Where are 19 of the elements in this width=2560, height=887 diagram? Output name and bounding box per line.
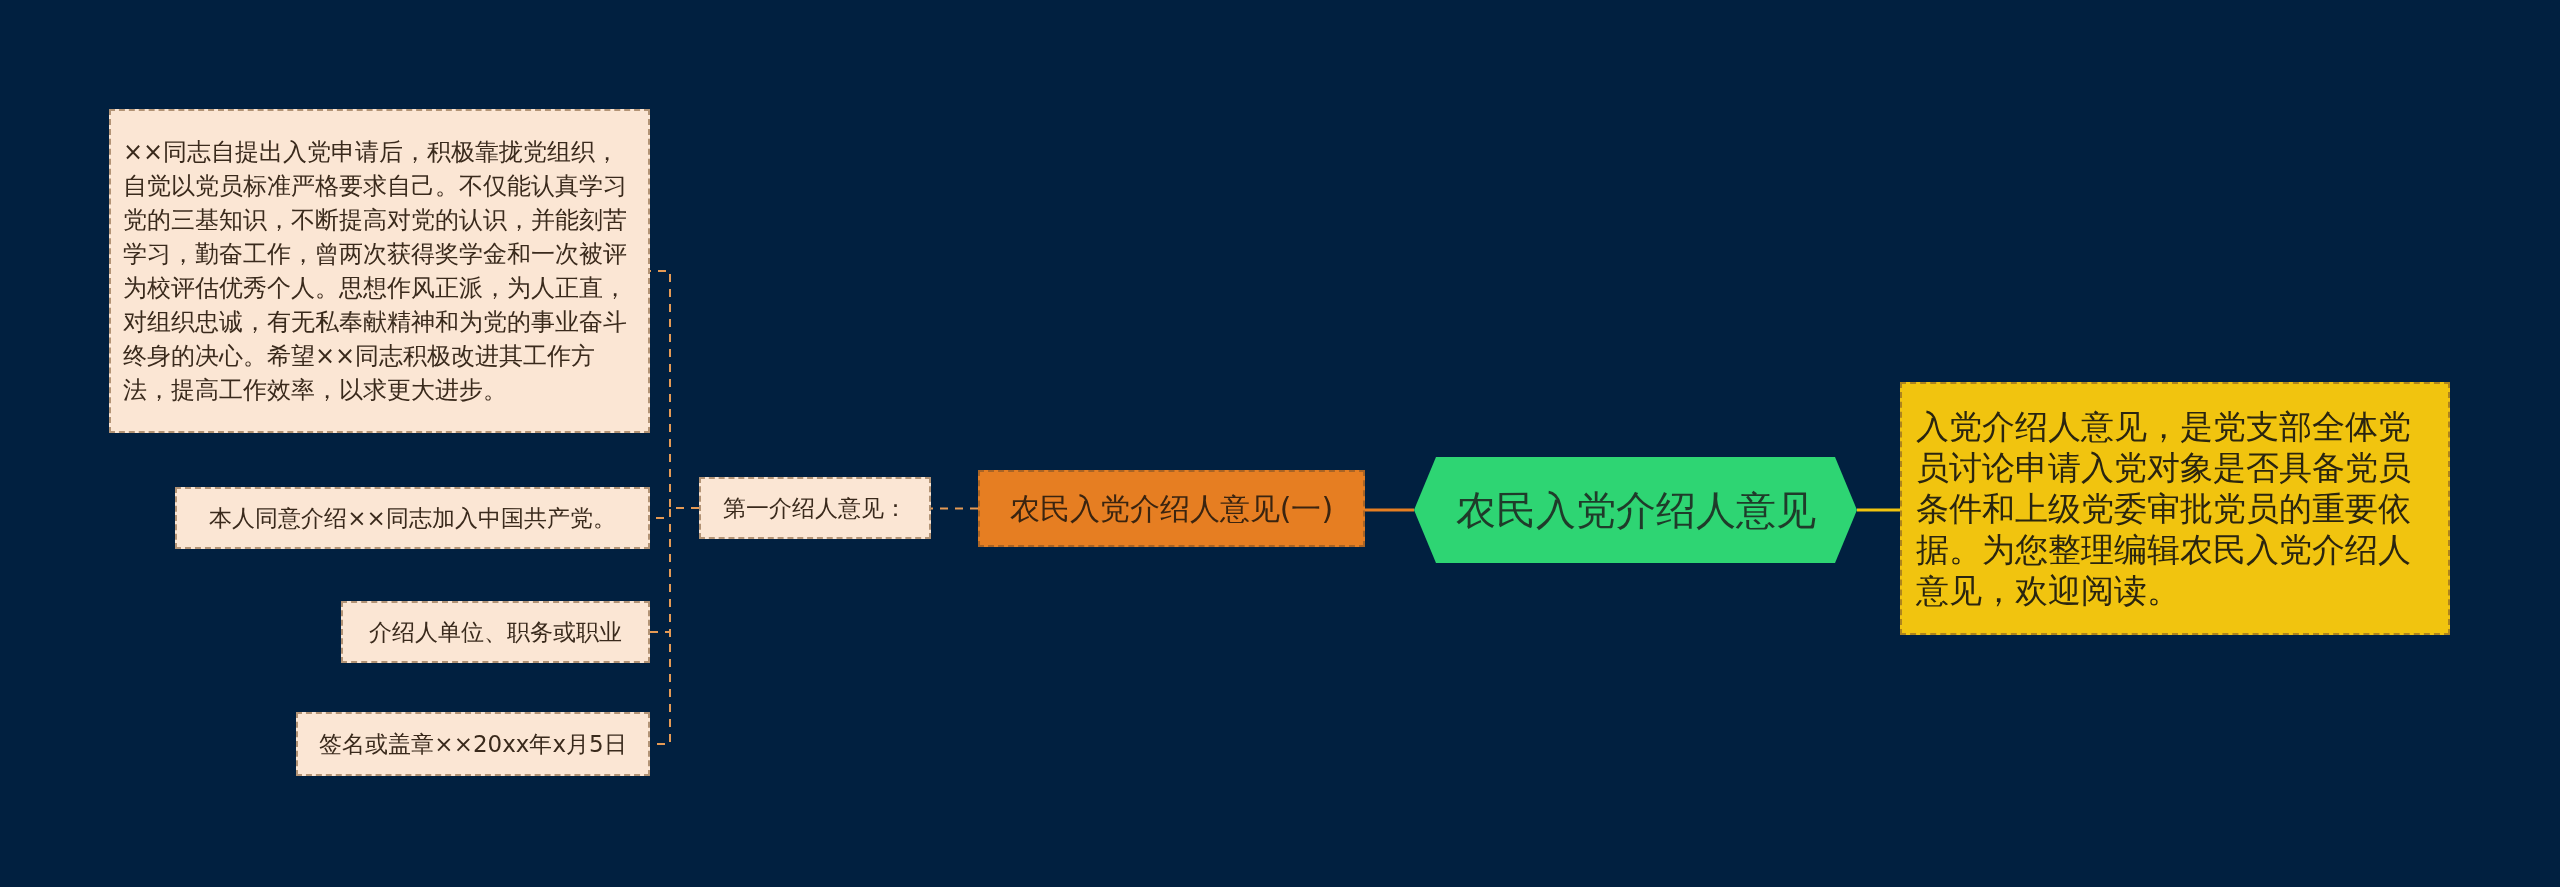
topic-title: 农民入党介绍人意见	[1455, 486, 1816, 535]
subtopic-box	[978, 470, 1365, 547]
topic-text: 第一介绍人意见：	[723, 494, 907, 523]
leaf-box	[296, 712, 650, 776]
topic-text: 介绍人单位、职务或职业	[369, 618, 622, 647]
topic-text: 签名或盖章××20xx年x月5日	[319, 730, 627, 759]
connector-line	[1365, 508, 1414, 512]
topic-text: 农民入党介绍人意见(一)	[1009, 489, 1334, 528]
leaf-box	[175, 487, 650, 549]
connector-line	[1857, 508, 1900, 512]
topic-text: 本人同意介绍××同志加入中国共产党。	[209, 504, 616, 533]
topic-text: 入党介绍人意见，是党支部全体党员讨论申请入党对象是否具备党员条件和上级党委审批党员的重要依据。为您整理编辑农民入党介绍人意见，欢迎阅读。	[1916, 406, 2412, 611]
central-topic-hexagon	[1414, 457, 1857, 563]
leaf-box	[341, 601, 650, 663]
connector-line	[930, 507, 979, 510]
subtopic-box	[699, 477, 931, 539]
topic-text: ××同志自提出入党申请后，积极靠拢党组织，自觉以党员标准严格要求自己。不仅能认真学习党的三基知识，不断提高对党的认识，并能刻苦学习，勤奋工作，曾两次获得奖学金和一次被评为校评估优秀个人。思想作风正派，为人正直，对组织忠诚，有无私奉献精神和为党的事业奋斗终身的决心。希望××同志积极改进其工作方法，提高工作效率，以求更大进步。	[123, 137, 628, 406]
text-card	[109, 109, 650, 433]
summary-box	[1900, 382, 2450, 635]
